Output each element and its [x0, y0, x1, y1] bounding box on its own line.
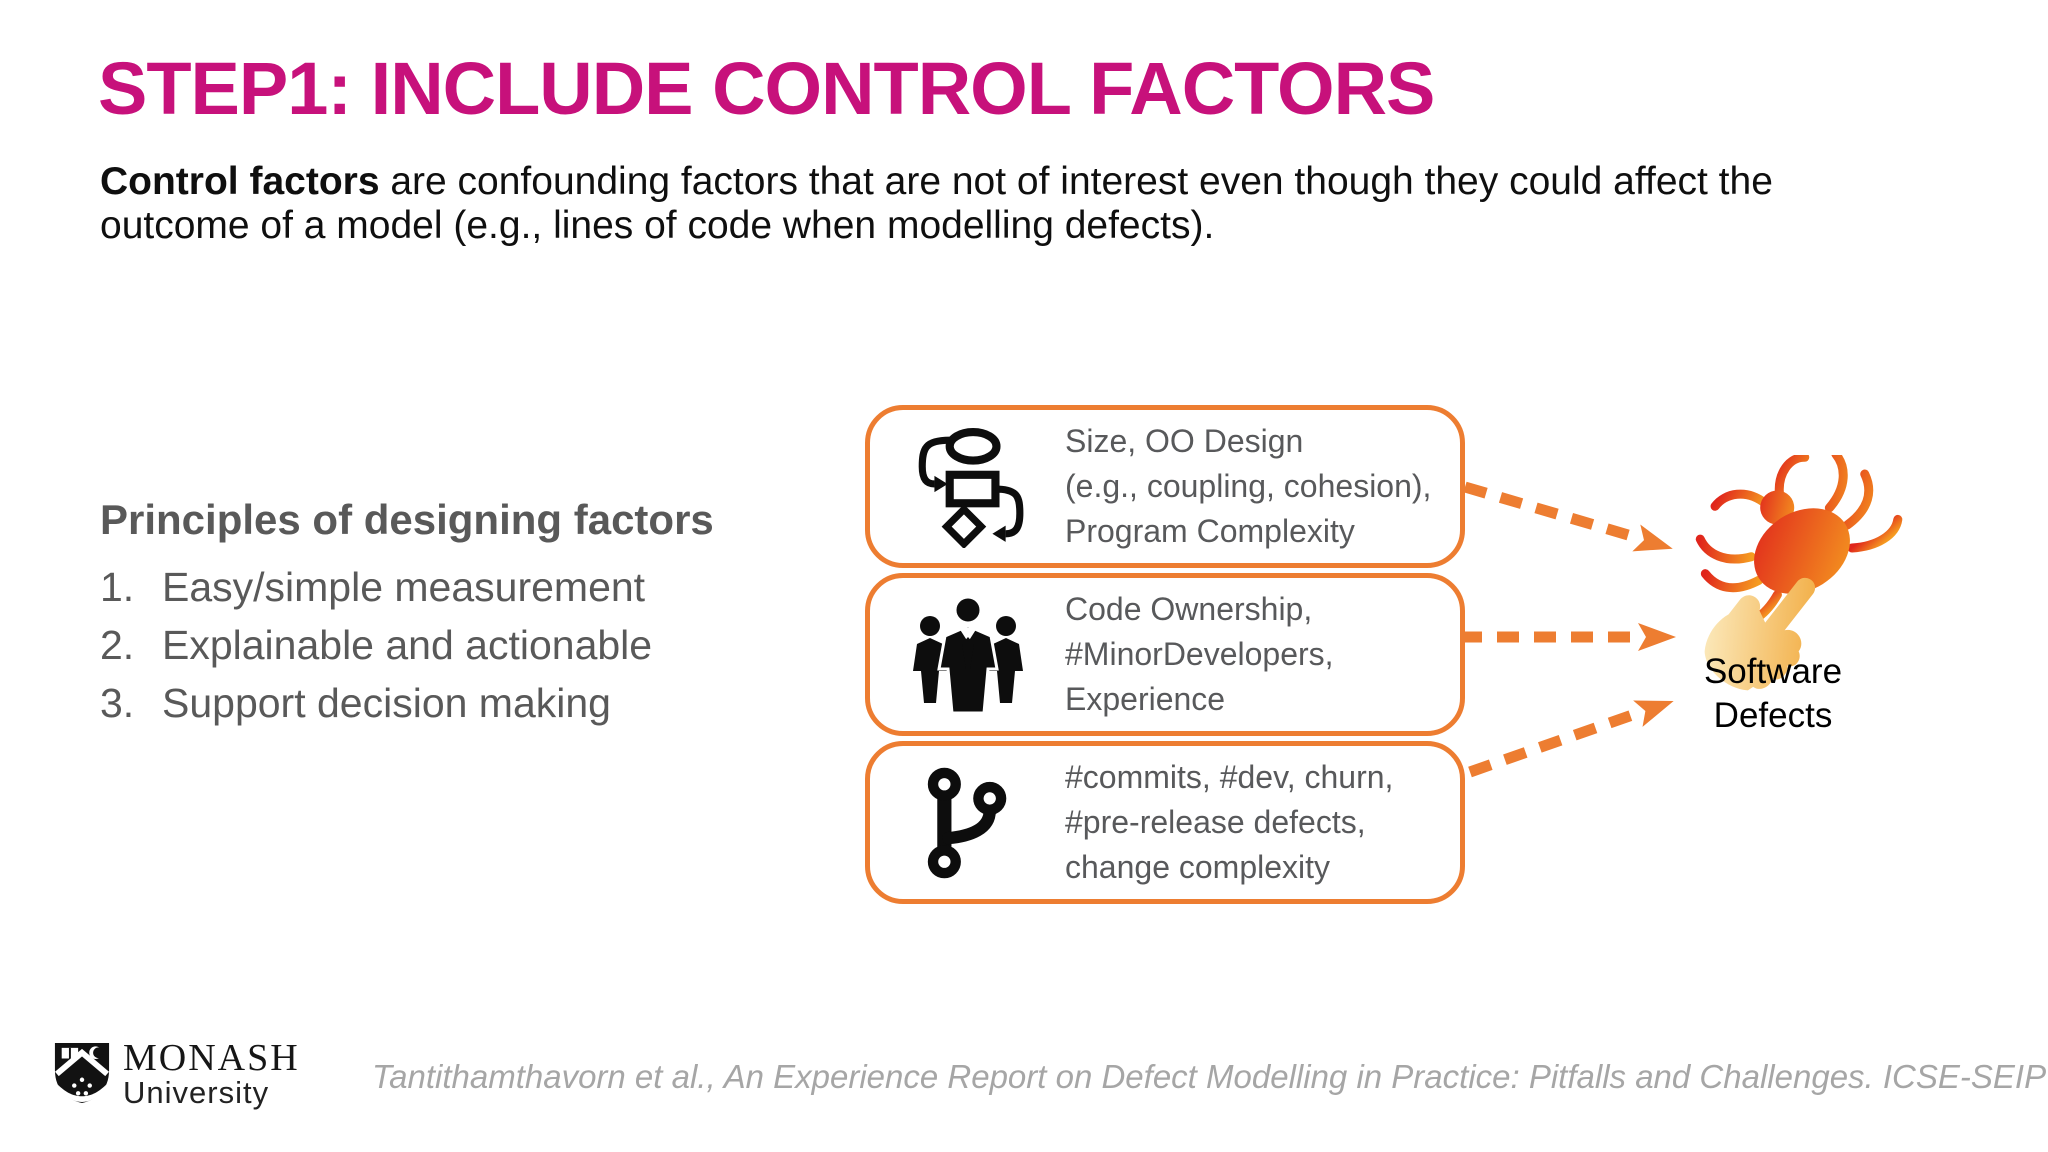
- team-icon: [870, 595, 1065, 715]
- citation-text: Tantithamthavorn et al., An Experience R…: [372, 1058, 2048, 1095]
- principle-number: 3.: [100, 680, 135, 726]
- principles-heading: Principles of designing factors: [100, 496, 714, 543]
- software-defects-label: Software Defects: [1703, 652, 1843, 735]
- principle-number: 2.: [100, 622, 135, 668]
- factor-box-text: #commits, #dev, churn, #pre-release defe…: [1065, 759, 1394, 885]
- git-branch-icon: [870, 764, 1065, 882]
- principle-label: Easy/simple measurement: [162, 564, 646, 610]
- monash-logo: MONASH University: [53, 1037, 300, 1110]
- factor-box-text: Size, OO Design (e.g., coupling, cohesio…: [1065, 423, 1432, 549]
- principle-item: 3. Support decision making: [100, 674, 714, 732]
- flowchart-icon: [870, 426, 1065, 548]
- monash-shield-icon: [54, 1043, 110, 1103]
- principle-item: 2. Explainable and actionable: [100, 616, 714, 674]
- factor-box-product-metrics: Size, OO Design (e.g., coupling, cohesio…: [865, 405, 1465, 568]
- monash-sub: University: [123, 1075, 270, 1110]
- principle-label: Explainable and actionable: [162, 622, 653, 668]
- factor-box-process-metrics: #commits, #dev, churn, #pre-release defe…: [865, 741, 1465, 904]
- intro-line2: outcome of a model (e.g., lines of code …: [100, 204, 1215, 247]
- principle-label: Support decision making: [162, 680, 611, 726]
- principle-item: 1. Easy/simple measurement: [100, 558, 714, 616]
- factor-box-text: Code Ownership, #MinorDevelopers, Experi…: [1065, 591, 1334, 717]
- dashed-arrows: [1460, 481, 1676, 778]
- principles-block: Principles of designing factors 1. Easy/…: [100, 496, 714, 732]
- monash-wordmark: MONASH University: [123, 1037, 300, 1110]
- principle-number: 1.: [100, 564, 135, 610]
- intro-bold-term: Control factors: [100, 160, 380, 203]
- monash-name: MONASH: [123, 1037, 300, 1079]
- factor-box-human-factors: Code Ownership, #MinorDevelopers, Experi…: [865, 573, 1465, 736]
- intro-paragraph: Control factors are confounding factors …: [100, 160, 1960, 248]
- slide-title: STEP1: INCLUDE CONTROL FACTORS: [98, 47, 1435, 130]
- bug-hand-icon: [1695, 455, 1903, 691]
- intro-line1: are confounding factors that are not of …: [379, 160, 1773, 203]
- pointer-hand-icon: [1704, 577, 1816, 691]
